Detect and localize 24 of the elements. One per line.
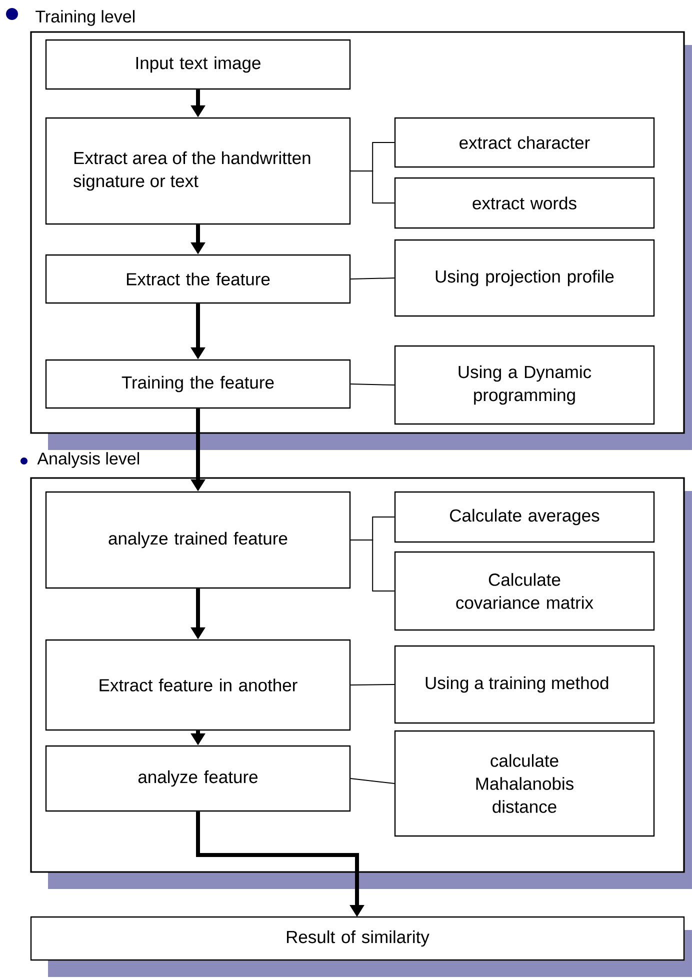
- connector-line: [350, 384, 395, 386]
- connector-line: [350, 684, 395, 686]
- section-heading: Analysis level: [37, 452, 139, 468]
- connector-line: [350, 778, 395, 784]
- process-box: Extract feature in another: [45, 639, 351, 731]
- process-box: analyze trained feature: [45, 491, 351, 589]
- process-box: Using a Dynamic programming: [394, 345, 655, 425]
- process-box: extract words: [394, 177, 655, 229]
- process-box: Using a training method: [394, 645, 655, 724]
- process-box: Extract the feature: [45, 254, 351, 304]
- process-box: Result of similarity: [30, 916, 685, 961]
- connector-line: [350, 278, 395, 280]
- connector-line: [350, 540, 395, 592]
- process-box: Calculate averages: [394, 491, 655, 543]
- process-box: Using projection profile: [394, 239, 655, 317]
- process-box: extract character: [394, 117, 655, 168]
- process-box: Calculate covariance matrix: [394, 551, 655, 631]
- process-box: Training the feature: [45, 359, 351, 409]
- section-heading: Training level: [36, 10, 134, 26]
- connector-line: [350, 170, 395, 204]
- process-box: analyze feature: [45, 745, 351, 812]
- process-box: calculate Mahalanobis distance: [394, 730, 655, 837]
- process-box: Extract area of the handwritten signature or text: [45, 117, 351, 225]
- process-box: Input text image: [45, 39, 351, 90]
